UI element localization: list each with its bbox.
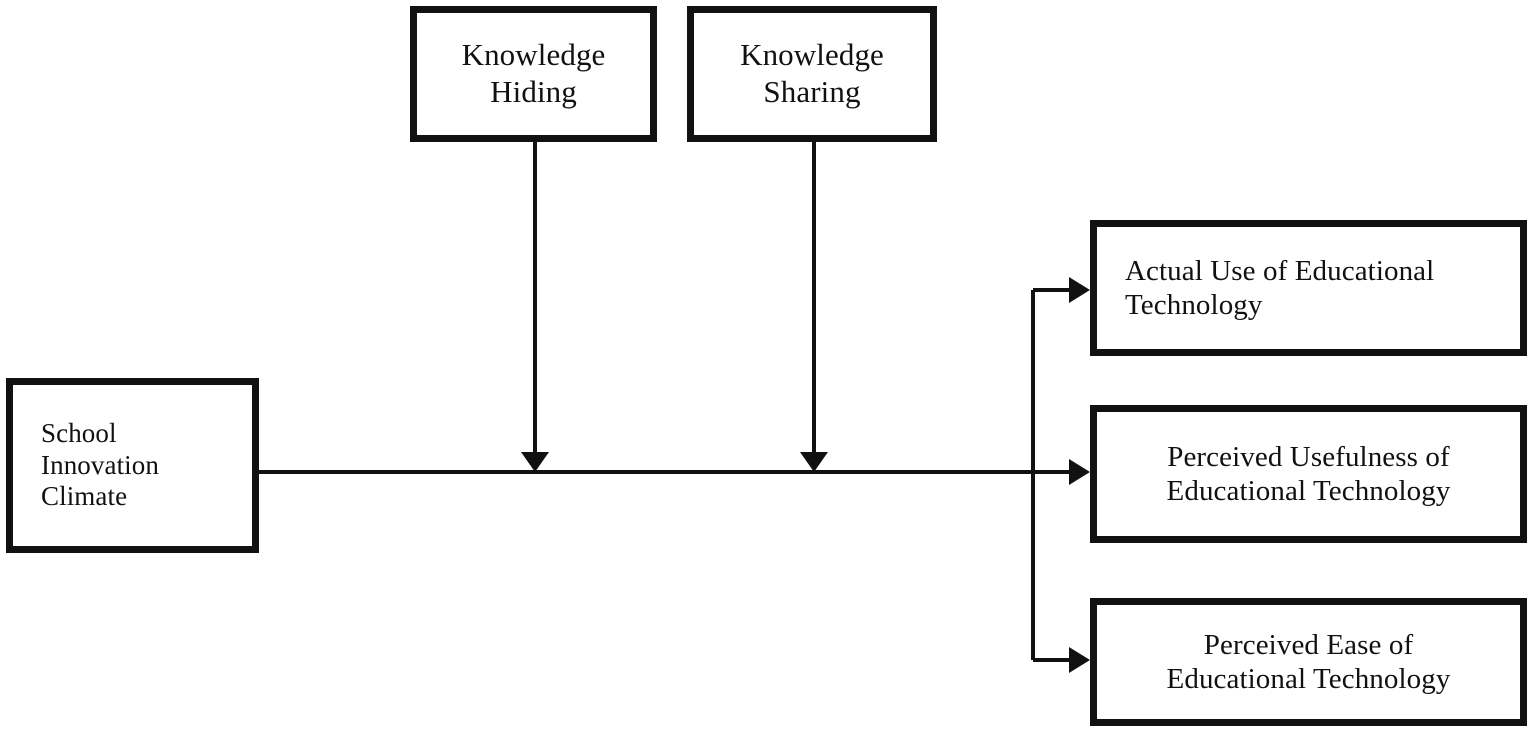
node-knowledge-sharing-line1: Knowledge bbox=[740, 37, 884, 73]
node-perceived-ease-line2: Educational Technology bbox=[1166, 663, 1451, 695]
arrowhead-perceived-ease bbox=[1069, 647, 1090, 673]
node-school-innovation-climate-line1: School bbox=[41, 417, 117, 448]
node-actual-use-line1: Actual Use of Educational bbox=[1125, 254, 1435, 287]
node-perceived-ease-line1: Perceived Ease of bbox=[1203, 628, 1414, 661]
arrowhead-perceived-usefulness bbox=[1069, 459, 1090, 485]
edge-school-innovation-climate-main bbox=[259, 277, 1090, 673]
arrowhead-actual-use bbox=[1069, 277, 1090, 303]
node-actual-use-line2: Technology bbox=[1125, 289, 1263, 321]
node-perceived-usefulness-line1: Perceived Usefulness of bbox=[1167, 440, 1450, 473]
node-knowledge-sharing-line2: Sharing bbox=[763, 74, 861, 109]
node-knowledge-hiding-line1: Knowledge bbox=[461, 37, 606, 73]
node-school-innovation-climate-line3: Climate bbox=[41, 481, 128, 512]
edge-knowledge-sharing-down bbox=[800, 142, 828, 472]
node-perceived-usefulness-line2: Educational Technology bbox=[1166, 475, 1451, 507]
node-school-innovation-climate-line2: Innovation bbox=[41, 449, 159, 480]
node-knowledge-hiding-line2: Hiding bbox=[490, 74, 577, 109]
arrowhead-knowledge-hiding bbox=[521, 452, 549, 472]
edge-knowledge-hiding-down bbox=[521, 142, 549, 472]
arrowhead-knowledge-sharing bbox=[800, 452, 828, 472]
